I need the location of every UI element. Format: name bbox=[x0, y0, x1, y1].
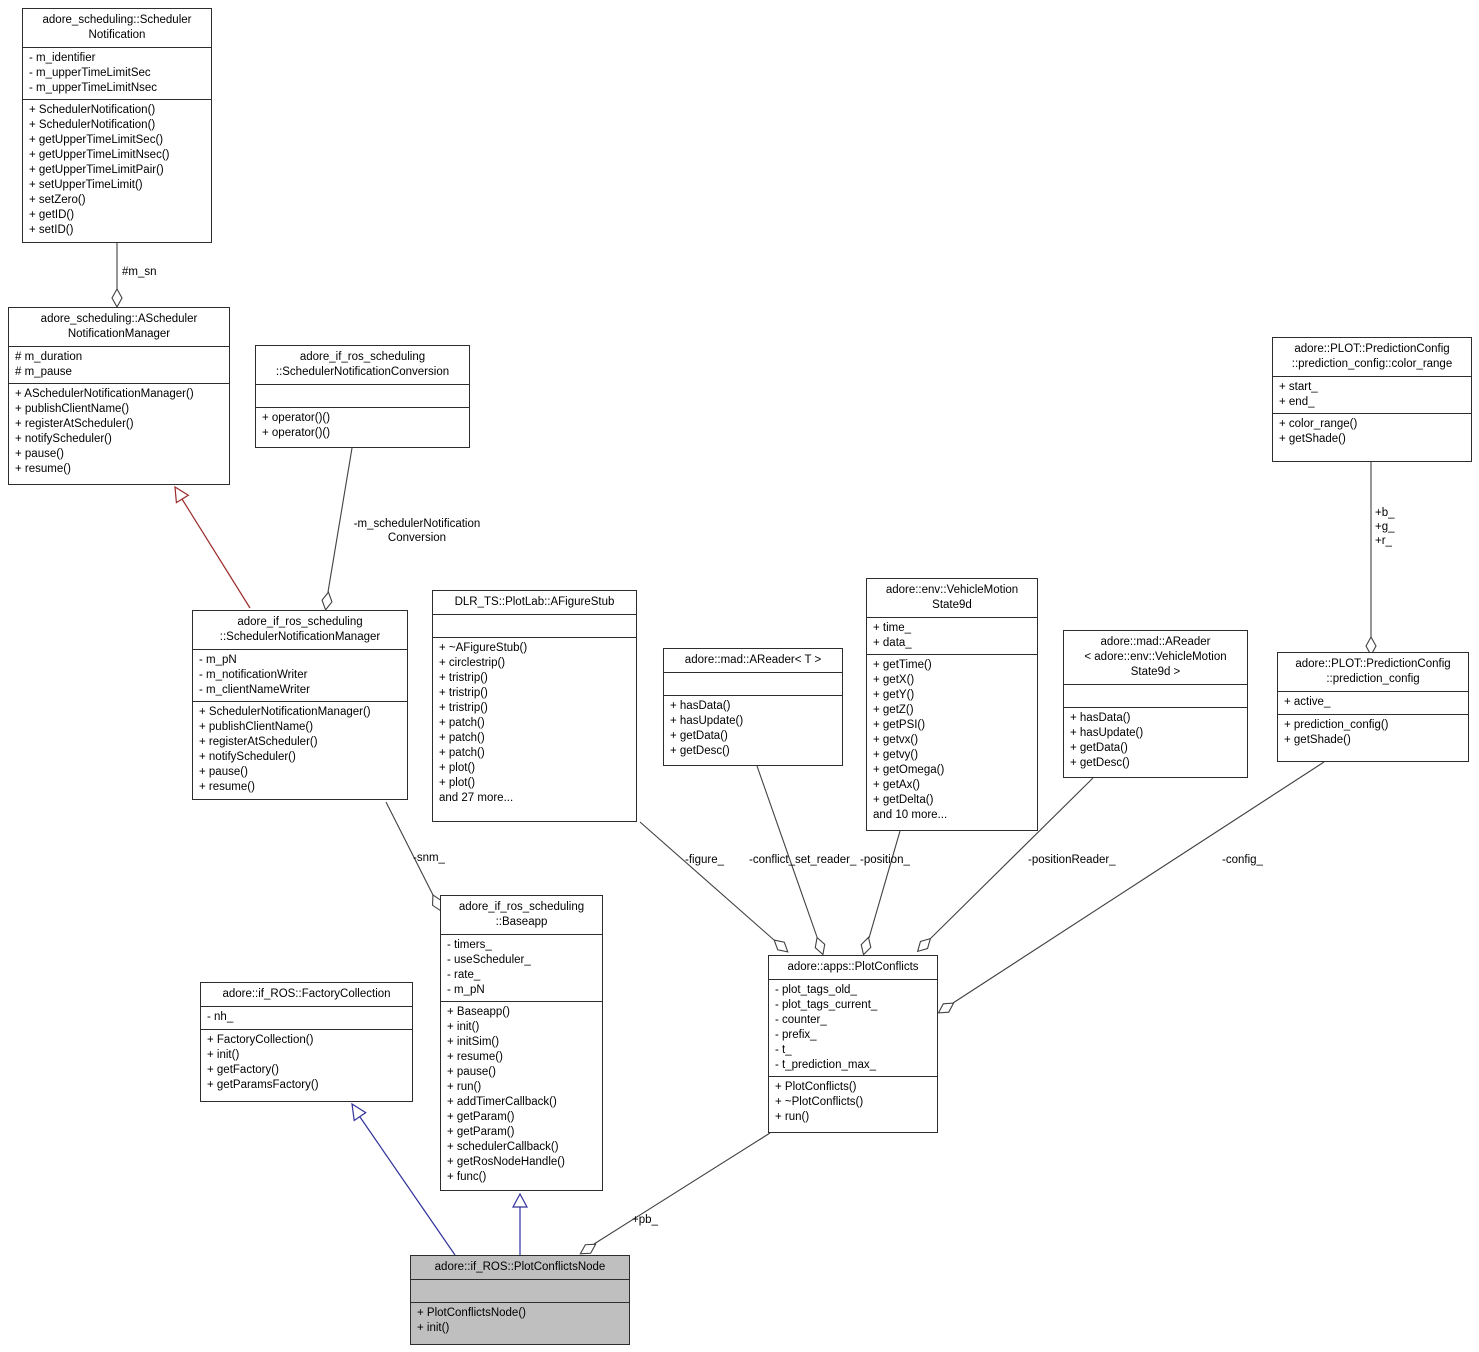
class-box-ascheduler-notification-manager[interactable]: adore_scheduling::AScheduler Notificatio… bbox=[8, 307, 230, 485]
class-box-areader-t[interactable]: adore::mad::AReader< T > + hasData() + h… bbox=[663, 648, 843, 766]
edge-label-scheduler-notification-conversion: -m_schedulerNotification Conversion bbox=[353, 518, 481, 544]
edge-label-conflict-set-reader: -conflict_set_reader_ bbox=[749, 854, 857, 866]
class-title: DLR_TS::PlotLab::AFigureStub bbox=[454, 596, 615, 608]
class-box-baseapp[interactable]: adore_if_ros_scheduling ::Baseapp - time… bbox=[440, 895, 603, 1191]
class-box-scheduler-notification-manager[interactable]: adore_if_ros_scheduling ::SchedulerNotif… bbox=[192, 610, 408, 800]
edge-bgr bbox=[1365, 462, 1377, 657]
class-attributes: + time_ + data_ bbox=[867, 617, 1037, 654]
class-title: adore::PLOT::PredictionConfig ::predicti… bbox=[1291, 343, 1453, 370]
class-box-scheduler-notification[interactable]: adore_scheduling::Scheduler Notification… bbox=[22, 8, 212, 243]
class-attributes: + start_ + end_ bbox=[1273, 376, 1471, 413]
class-attributes: - nh_ bbox=[201, 1006, 412, 1029]
edge-figure bbox=[639, 821, 789, 953]
class-methods: + Baseapp() + init() + initSim() + resum… bbox=[441, 1001, 602, 1190]
class-title: adore_if_ros_scheduling ::SchedulerNotif… bbox=[275, 351, 450, 378]
class-title: adore_if_ros_scheduling ::Baseapp bbox=[458, 901, 585, 928]
class-methods: + hasData() + hasUpdate() + getData() + … bbox=[1064, 707, 1247, 777]
edge-label-config: -config_ bbox=[1222, 854, 1263, 866]
class-attributes bbox=[256, 384, 469, 407]
class-title: adore_scheduling::Scheduler Notification bbox=[42, 14, 192, 41]
class-attributes bbox=[411, 1279, 629, 1302]
class-attributes: + active_ bbox=[1278, 691, 1468, 714]
class-methods: + SchedulerNotificationManager() + publi… bbox=[193, 701, 407, 799]
class-methods: + hasData() + hasUpdate() + getData() + … bbox=[664, 695, 842, 765]
class-methods: + getTime() + getX() + getY() + getZ() +… bbox=[867, 654, 1037, 830]
edge-label-pb: +pb_ bbox=[632, 1214, 658, 1226]
edge-label-figure: -figure_ bbox=[685, 854, 724, 866]
edge-label-snm: -snm_ bbox=[413, 852, 445, 864]
edge-m-sn bbox=[111, 243, 123, 309]
class-methods: + SchedulerNotification() + SchedulerNot… bbox=[23, 99, 211, 242]
class-attributes bbox=[664, 672, 842, 695]
class-box-prediction-config[interactable]: adore::PLOT::PredictionConfig ::predicti… bbox=[1277, 652, 1469, 762]
edge-label-m-sn: #m_sn bbox=[122, 266, 157, 278]
class-title: adore::PLOT::PredictionConfig ::predicti… bbox=[1295, 658, 1451, 685]
class-box-plot-conflicts-node[interactable]: adore::if_ROS::PlotConflictsNode + PlotC… bbox=[410, 1255, 630, 1345]
class-methods: + PlotConflicts() + ~PlotConflicts() + r… bbox=[769, 1076, 937, 1132]
class-box-vehicle-motion-state9d[interactable]: adore::env::VehicleMotion State9d + time… bbox=[866, 578, 1038, 831]
class-title: adore::if_ROS::FactoryCollection bbox=[222, 988, 391, 1000]
edge-label-position: -position_ bbox=[860, 854, 910, 866]
class-methods: + PlotConflictsNode() + init() bbox=[411, 1302, 629, 1344]
class-box-color-range[interactable]: adore::PLOT::PredictionConfig ::predicti… bbox=[1272, 337, 1472, 462]
class-attributes: # m_duration # m_pause bbox=[9, 346, 229, 383]
class-attributes bbox=[433, 614, 636, 637]
class-title: adore::if_ROS::PlotConflictsNode bbox=[434, 1261, 606, 1273]
class-title: adore::env::VehicleMotion State9d bbox=[885, 584, 1019, 611]
class-title: adore_if_ros_scheduling ::SchedulerNotif… bbox=[219, 616, 381, 643]
class-title: adore::mad::AReader < adore::env::Vehicl… bbox=[1084, 636, 1227, 678]
edge-pb bbox=[579, 1132, 771, 1255]
class-methods: + ~AFigureStub() + circlestrip() + trist… bbox=[433, 637, 636, 821]
class-methods: + ASchedulerNotificationManager() + publ… bbox=[9, 383, 229, 484]
class-title: adore::mad::AReader< T > bbox=[684, 654, 822, 666]
class-methods: + prediction_config() + getShade() bbox=[1278, 714, 1468, 761]
class-methods: + FactoryCollection() + init() + getFact… bbox=[201, 1029, 412, 1101]
class-box-areader-vehicle-motion-state9d[interactable]: adore::mad::AReader < adore::env::Vehicl… bbox=[1063, 630, 1248, 778]
edge-label-bgr: +b_ +g_ +r_ bbox=[1375, 507, 1395, 547]
class-title: adore::apps::PlotConflicts bbox=[787, 961, 919, 973]
class-attributes: - m_identifier - m_upperTimeLimitSec - m… bbox=[23, 47, 211, 99]
class-attributes bbox=[1064, 684, 1247, 707]
class-box-afigure-stub[interactable]: DLR_TS::PlotLab::AFigureStub + ~AFigureS… bbox=[432, 590, 637, 822]
class-methods: + color_range() + getShade() bbox=[1273, 413, 1471, 461]
class-attributes: - m_pN - m_notificationWriter - m_client… bbox=[193, 649, 407, 701]
class-box-plot-conflicts[interactable]: adore::apps::PlotConflicts - plot_tags_o… bbox=[768, 955, 938, 1133]
edge-inheritance-baseapp bbox=[511, 1192, 529, 1255]
class-attributes: - timers_ - useScheduler_ - rate_ - m_pN bbox=[441, 934, 602, 1001]
edge-label-position-reader: -positionReader_ bbox=[1028, 854, 1116, 866]
class-title: adore_scheduling::AScheduler Notificatio… bbox=[40, 313, 198, 340]
edge-position bbox=[860, 830, 901, 956]
class-methods: + operator()() + operator()() bbox=[256, 407, 469, 447]
edge-inheritance-red bbox=[174, 485, 251, 609]
class-box-factory-collection[interactable]: adore::if_ROS::FactoryCollection - nh_ +… bbox=[200, 982, 413, 1102]
class-box-scheduler-notification-conversion[interactable]: adore_if_ros_scheduling ::SchedulerNotif… bbox=[255, 345, 470, 448]
class-attributes: - plot_tags_old_ - plot_tags_current_ - … bbox=[769, 979, 937, 1076]
